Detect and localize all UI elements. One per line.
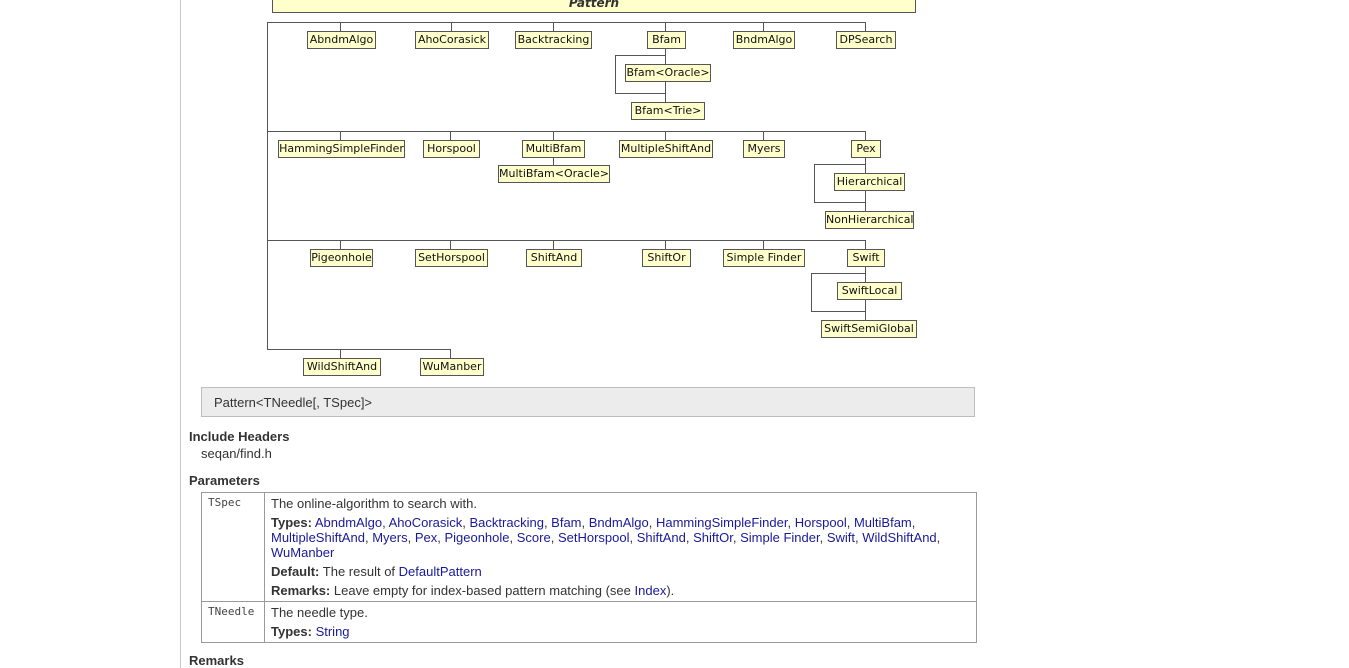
type-link-swift[interactable]: Swift bbox=[826, 530, 855, 545]
root-node-pattern[interactable]: Pattern bbox=[272, 0, 916, 13]
node-wumanber[interactable]: WuManber bbox=[420, 358, 484, 376]
type-link-bndmalgo[interactable]: BndmAlgo bbox=[588, 515, 649, 530]
node-hammingsimplefinder[interactable]: HammingSimpleFinder bbox=[278, 140, 405, 158]
type-link-horspool[interactable]: Horspool bbox=[794, 515, 847, 530]
tneedle-types-label: Types: bbox=[271, 624, 312, 639]
type-link-sethorspool[interactable]: SetHorspool bbox=[557, 530, 630, 545]
tspec-types-label: Types: bbox=[271, 515, 312, 530]
include-header-file: seqan/find.h bbox=[201, 446, 272, 461]
type-link-multipleshiftand[interactable]: MultipleShiftAnd bbox=[271, 530, 365, 545]
node-shiftand[interactable]: ShiftAnd bbox=[526, 249, 582, 267]
type-link-shiftor[interactable]: ShiftOr bbox=[693, 530, 733, 545]
node-shiftor[interactable]: ShiftOr bbox=[642, 249, 691, 267]
class-hierarchy-diagram: Pattern AbndmAlgo AhoCorasick Backtracki… bbox=[267, 0, 917, 376]
type-link-ahocorasick[interactable]: AhoCorasick bbox=[388, 515, 463, 530]
node-bfam-oracle[interactable]: Bfam<Oracle> bbox=[625, 64, 711, 82]
tspec-remarks-end: ). bbox=[666, 583, 675, 598]
node-multibfam[interactable]: MultiBfam bbox=[522, 140, 585, 158]
tneedle-types-list: String bbox=[316, 624, 350, 639]
node-bfam[interactable]: Bfam bbox=[647, 31, 686, 49]
class-signature: Pattern<TNeedle[, TSpec]> bbox=[201, 387, 975, 417]
type-link-pex[interactable]: Pex bbox=[414, 530, 438, 545]
node-swift[interactable]: Swift bbox=[847, 249, 885, 267]
node-pex[interactable]: Pex bbox=[851, 140, 881, 158]
tspec-default-label: Default: bbox=[271, 564, 320, 579]
node-backtracking[interactable]: Backtracking bbox=[515, 31, 592, 49]
type-link-simple-finder[interactable]: Simple Finder bbox=[740, 530, 820, 545]
type-link-wildshiftand[interactable]: WildShiftAnd bbox=[862, 530, 937, 545]
link-index[interactable]: Index bbox=[634, 583, 667, 598]
node-dpsearch[interactable]: DPSearch bbox=[836, 31, 896, 49]
diagram-connectors bbox=[267, 22, 866, 358]
tneedle-types: Types: String bbox=[271, 624, 970, 639]
tspec-remarks-label: Remarks: bbox=[271, 583, 331, 598]
tspec-default-text: The result of bbox=[322, 564, 396, 579]
node-bndmalgo[interactable]: BndmAlgo bbox=[733, 31, 795, 49]
node-myers[interactable]: Myers bbox=[743, 140, 785, 158]
tspec-types-list: AbndmAlgo, AhoCorasick, Backtracking, Bf… bbox=[271, 515, 941, 560]
type-link-backtracking[interactable]: Backtracking bbox=[469, 515, 544, 530]
tspec-remarks: Remarks: Leave empty for index-based pat… bbox=[271, 583, 970, 598]
node-sethorspool[interactable]: SetHorspool bbox=[415, 249, 488, 267]
node-bfam-trie[interactable]: Bfam<Trie> bbox=[631, 102, 705, 120]
node-simple-finder[interactable]: Simple Finder bbox=[723, 249, 805, 267]
link-defaultpattern[interactable]: DefaultPattern bbox=[398, 564, 482, 579]
type-link-bfam[interactable]: Bfam bbox=[551, 515, 582, 530]
parameters-table: TSpec The online-algorithm to search wit… bbox=[201, 492, 977, 643]
type-link-score[interactable]: Score bbox=[516, 530, 551, 545]
type-link-multibfam[interactable]: MultiBfam bbox=[853, 515, 912, 530]
node-pigeonhole[interactable]: Pigeonhole bbox=[310, 249, 373, 267]
type-link-myers[interactable]: Myers bbox=[372, 530, 408, 545]
include-headers-heading: Include Headers bbox=[189, 429, 290, 444]
tspec-default: Default: The result of DefaultPattern bbox=[271, 564, 970, 579]
tspec-types: Types: AbndmAlgo, AhoCorasick, Backtrack… bbox=[271, 515, 970, 560]
type-link-pigeonhole[interactable]: Pigeonhole bbox=[444, 530, 510, 545]
node-abndmalgo[interactable]: AbndmAlgo bbox=[307, 31, 376, 49]
node-multipleshiftand[interactable]: MultipleShiftAnd bbox=[619, 140, 713, 158]
node-swiftlocal[interactable]: SwiftLocal bbox=[837, 282, 902, 300]
node-wildshiftand[interactable]: WildShiftAnd bbox=[303, 358, 381, 376]
param-name-tneedle: TNeedle bbox=[201, 601, 265, 643]
type-link-string[interactable]: String bbox=[315, 624, 350, 639]
type-link-wumanber[interactable]: WuManber bbox=[271, 545, 335, 560]
param-row-tneedle: TNeedle The needle type. Types: String bbox=[201, 601, 977, 643]
remarks-heading: Remarks bbox=[189, 653, 244, 668]
param-desc-tneedle: The needle type. Types: String bbox=[264, 601, 977, 643]
type-link-abndmalgo[interactable]: AbndmAlgo bbox=[314, 515, 383, 530]
parameters-heading: Parameters bbox=[189, 473, 260, 488]
node-ahocorasick[interactable]: AhoCorasick bbox=[415, 31, 489, 49]
type-link-shiftand[interactable]: ShiftAnd bbox=[636, 530, 686, 545]
node-multibfam-oracle[interactable]: MultiBfam<Oracle> bbox=[498, 165, 610, 183]
type-link-hammingsimplefinder[interactable]: HammingSimpleFinder bbox=[655, 515, 788, 530]
tspec-description: The online-algorithm to search with. bbox=[271, 496, 477, 511]
tneedle-description: The needle type. bbox=[271, 605, 368, 620]
node-nonhierarchical[interactable]: NonHierarchical bbox=[825, 211, 914, 229]
param-name-tspec: TSpec bbox=[201, 492, 265, 602]
tspec-remarks-text: Leave empty for index-based pattern matc… bbox=[333, 583, 631, 598]
node-swiftsemiglobal[interactable]: SwiftSemiGlobal bbox=[821, 320, 917, 338]
node-hierarchical[interactable]: Hierarchical bbox=[834, 173, 905, 191]
param-desc-tspec: The online-algorithm to search with. Typ… bbox=[264, 492, 977, 602]
param-row-tspec: TSpec The online-algorithm to search wit… bbox=[201, 492, 977, 602]
node-horspool[interactable]: Horspool bbox=[423, 140, 480, 158]
left-margin-rule bbox=[180, 0, 181, 668]
